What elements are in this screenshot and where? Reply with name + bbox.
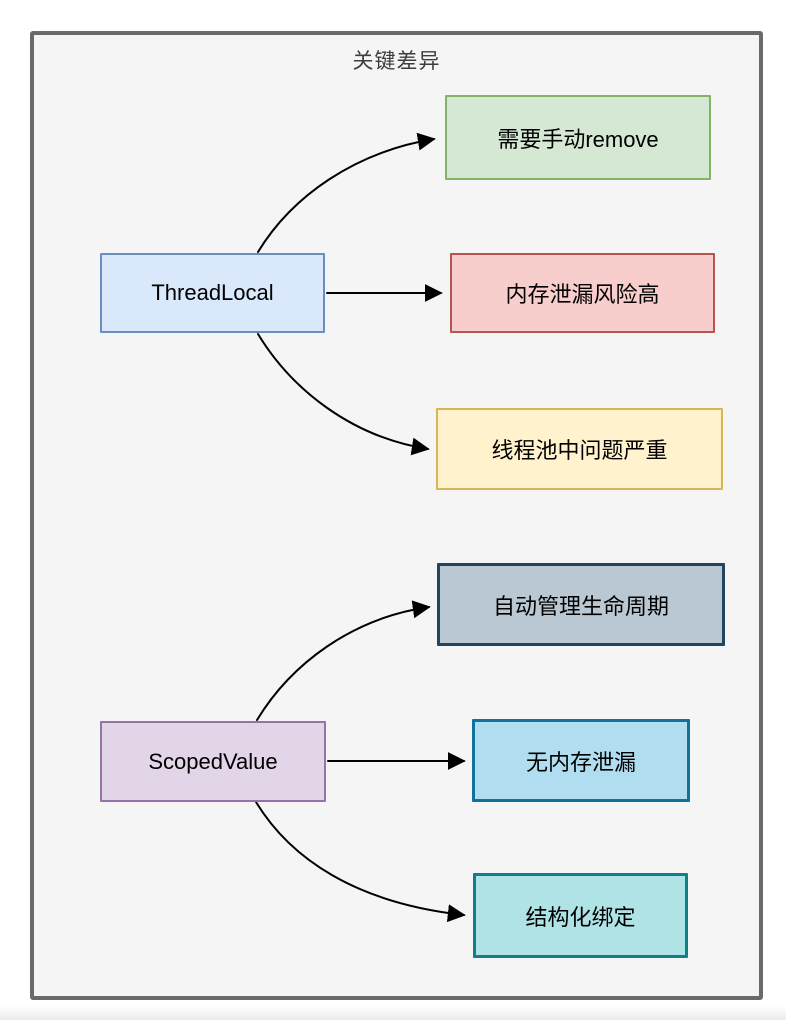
node-auto-lifecycle-label: 自动管理生命周期 — [492, 593, 669, 619]
node-memory-leak-risk: 内存泄漏风险高 — [450, 253, 715, 333]
node-no-memory-leak: 无内存泄漏 — [472, 719, 690, 802]
node-scopedvalue-label: ScopedValue — [148, 748, 278, 774]
node-scopedvalue: ScopedValue — [100, 721, 326, 802]
node-no-memory-leak-label: 无内存泄漏 — [525, 749, 636, 775]
node-thread-pool-problem: 线程池中问题严重 — [436, 408, 723, 490]
node-memory-leak-risk-label: 内存泄漏风险高 — [505, 282, 660, 307]
node-structured-binding-label: 结构化绑定 — [525, 904, 636, 930]
page-bottom-edge — [0, 1006, 786, 1020]
node-structured-binding: 结构化绑定 — [473, 873, 688, 958]
node-manual-remove-label: 需要手动remove — [497, 126, 659, 152]
diagram-title: 关键差异 — [352, 50, 441, 73]
node-thread-pool-problem-label: 线程池中问题严重 — [491, 438, 668, 463]
node-manual-remove: 需要手动remove — [445, 95, 711, 180]
node-threadlocal-label: ThreadLocal — [151, 280, 274, 305]
node-auto-lifecycle: 自动管理生命周期 — [437, 563, 725, 646]
node-threadlocal: ThreadLocal — [100, 253, 325, 333]
